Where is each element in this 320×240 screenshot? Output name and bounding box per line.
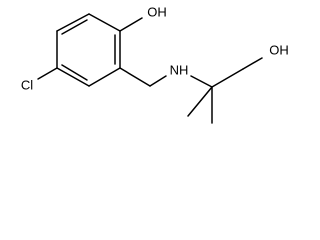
phenol-oh-label: OH	[147, 4, 167, 19]
hydroxyl-label: OH	[269, 42, 289, 57]
chloro-bond	[37, 67, 58, 80]
n-to-quaternary-c-bond	[190, 75, 213, 88]
ring-to-ch2-bond	[119, 67, 151, 87]
chloro-label: Cl	[21, 77, 33, 92]
ring-bond-6	[56, 13, 90, 32]
amine-label: NH	[170, 62, 189, 77]
ring-bond-1	[88, 13, 121, 32]
chemical-structure: OH Cl NH OH	[21, 4, 289, 124]
ch2-to-oh-bond	[242, 57, 263, 70]
structure-canvas: OH Cl NH OH	[0, 0, 300, 126]
ring-inner-bond-3	[61, 19, 88, 35]
ring-bond-4	[56, 67, 90, 87]
benzene-ring	[56, 13, 121, 87]
ring-bond-3	[88, 67, 121, 87]
ch2-to-n-bond	[149, 75, 167, 87]
phenol-o-bond	[119, 17, 143, 32]
quaternary-c-to-ch2-bond	[211, 68, 244, 88]
ring-inner-bond-2	[61, 64, 88, 81]
methyl-bond-left	[187, 86, 213, 117]
